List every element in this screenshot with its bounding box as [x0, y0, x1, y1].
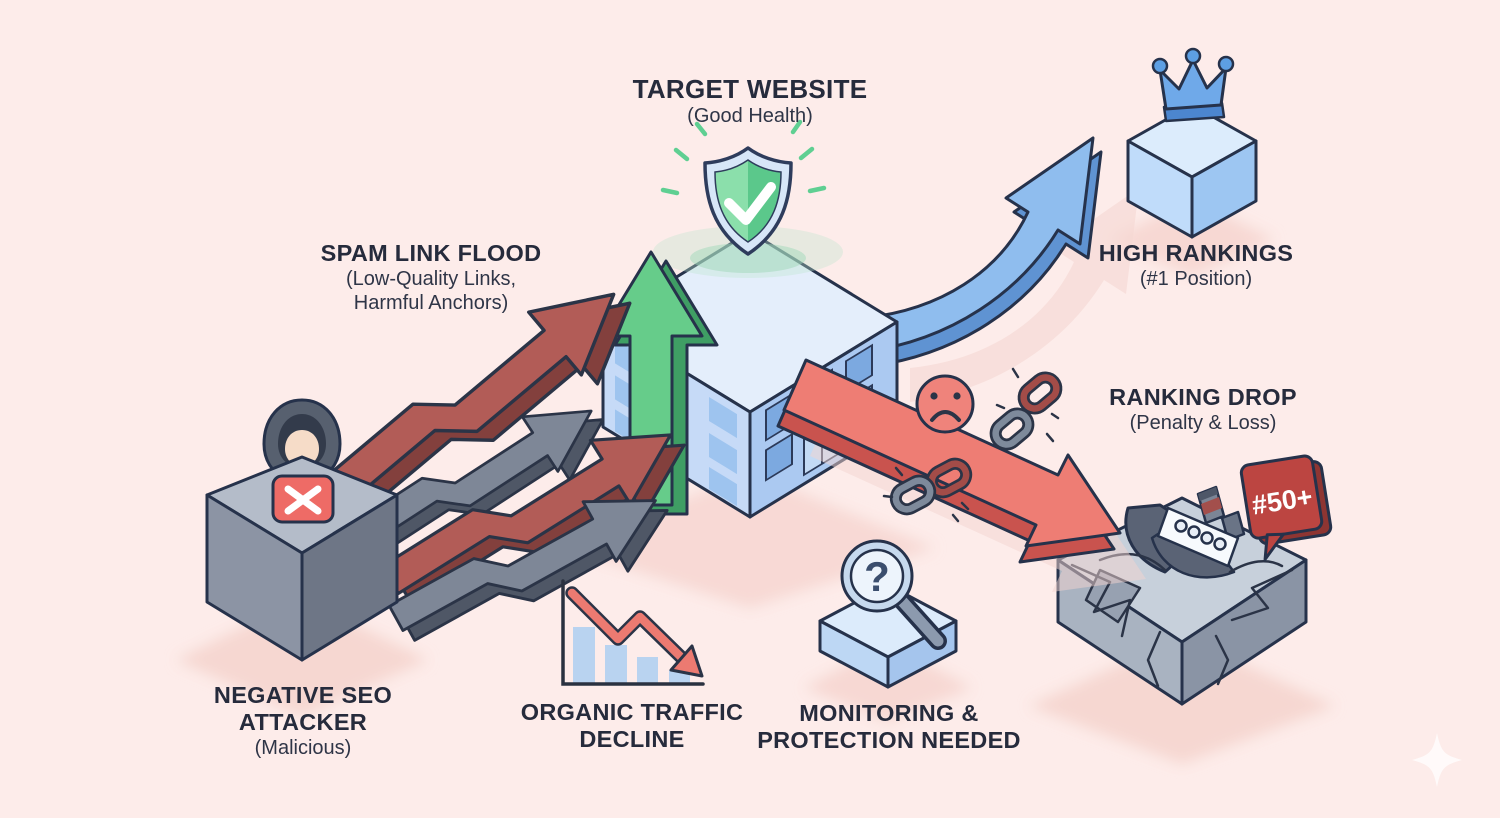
- organic-traffic-title-1: ORGANIC TRAFFIC: [520, 699, 744, 725]
- high-rankings-cube: [1126, 47, 1258, 239]
- ranking-drop-label: RANKING DROP (Penalty & Loss): [1109, 384, 1297, 435]
- shield-check-icon: [653, 119, 843, 278]
- ranking-drop-title: RANKING DROP: [1109, 384, 1297, 410]
- target-website-label: TARGET WEBSITE (Good Health): [633, 74, 868, 128]
- spam-link-flood-subtitle-2: Harmful Anchors): [353, 292, 509, 314]
- target-website-title: TARGET WEBSITE: [632, 74, 868, 104]
- spam-link-flood-title: SPAM LINK FLOOD: [320, 240, 542, 266]
- organic-traffic-decline-label: ORGANIC TRAFFIC DECLINE: [521, 699, 744, 753]
- rise-arrow: [862, 136, 1103, 368]
- high-rankings-title: HIGH RANKINGS: [1098, 240, 1294, 266]
- sparkle-icon: [1412, 733, 1462, 787]
- attacker-subtitle: (Malicious): [254, 737, 352, 759]
- broken-chain-icon-2: [882, 457, 973, 523]
- spam-link-flood-label: SPAM LINK FLOOD (Low-Quality Links, Harm…: [321, 240, 542, 315]
- organic-traffic-title-2: DECLINE: [579, 726, 685, 752]
- ranking-drop-subtitle: (Penalty & Loss): [1129, 412, 1277, 434]
- broken-chain-icon: [989, 367, 1063, 451]
- monitoring-platform: ?: [818, 539, 958, 689]
- rank-50-badge: #50+: [1239, 454, 1333, 561]
- attacker-title-2: ATTACKER: [238, 709, 368, 735]
- magnifier-question-icon: ?: [840, 539, 947, 650]
- target-website-subtitle: (Good Health): [687, 105, 813, 127]
- x-badge-icon: [271, 474, 335, 524]
- attacker-title-1: NEGATIVE SEO: [213, 682, 393, 708]
- sinking-ship-icon: [1098, 485, 1284, 579]
- attacker-cube: [205, 398, 399, 662]
- sad-face-icon: [915, 374, 975, 434]
- negative-seo-attacker-label: NEGATIVE SEO ATTACKER (Malicious): [214, 682, 392, 760]
- high-rankings-label: HIGH RANKINGS (#1 Position): [1099, 240, 1294, 291]
- monitoring-title-2: PROTECTION NEEDED: [757, 727, 1021, 753]
- decline-chart-icon: [561, 579, 705, 686]
- shield-glow-dashes: [660, 119, 827, 196]
- monitoring-protection-label: MONITORING & PROTECTION NEEDED: [757, 700, 1021, 754]
- question-glyph: ?: [864, 553, 890, 600]
- crown-icon: [1151, 47, 1235, 123]
- spam-link-flood-subtitle-1: (Low-Quality Links,: [345, 268, 517, 290]
- monitoring-title-1: MONITORING &: [799, 700, 979, 726]
- high-rankings-subtitle: (#1 Position): [1139, 268, 1253, 290]
- ranking-drop-cube: #50+: [1056, 454, 1333, 706]
